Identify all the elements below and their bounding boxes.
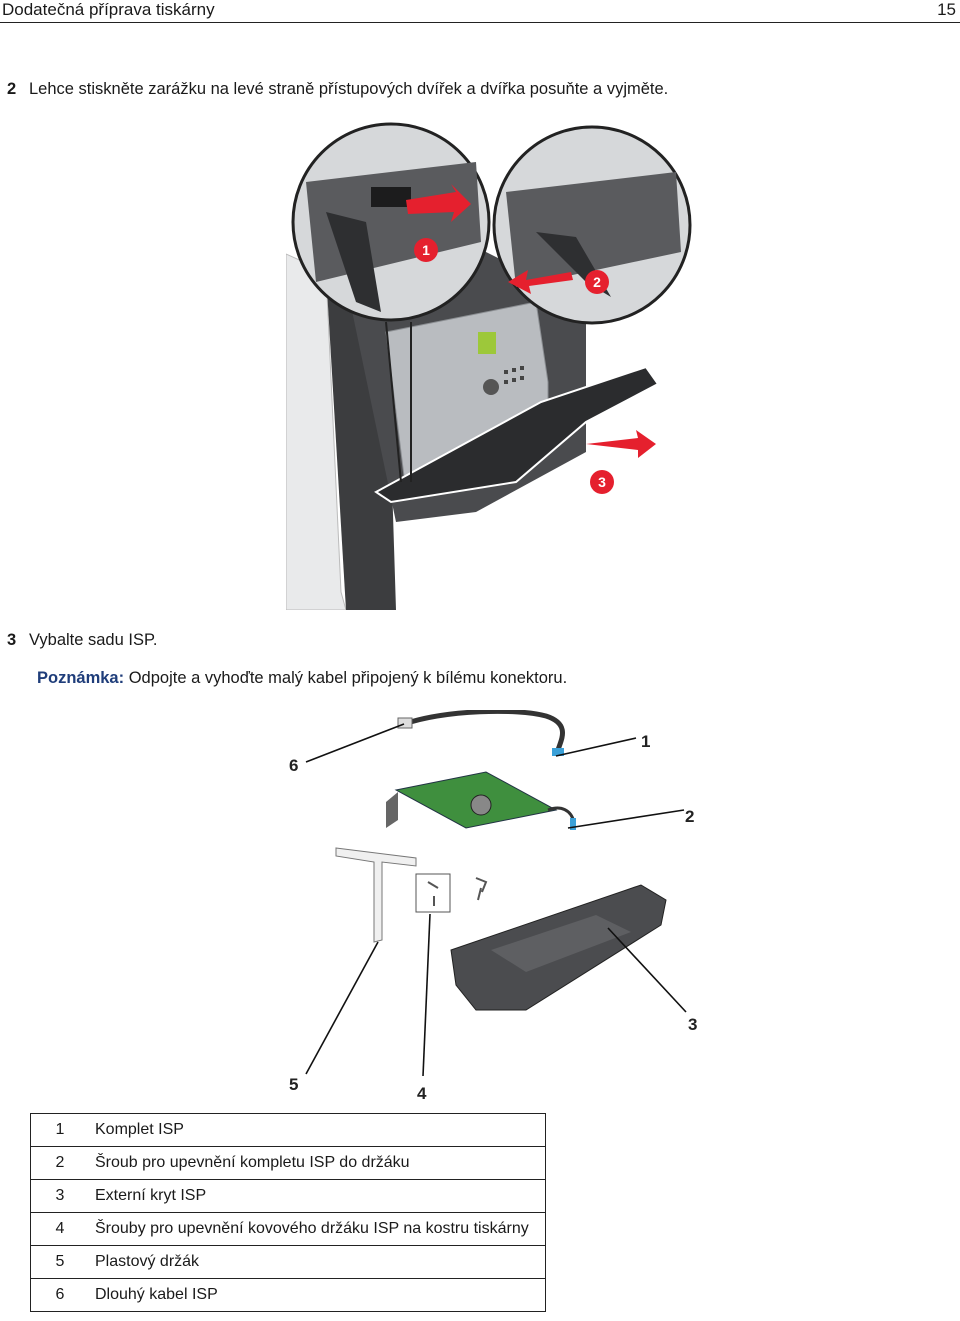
part-number: 1 xyxy=(30,1113,89,1147)
zoom-detail-left: 1 xyxy=(291,122,491,322)
screw-2 xyxy=(475,877,488,901)
long-isp-cable xyxy=(403,710,565,751)
callout-3: 3 xyxy=(688,1015,697,1034)
callout-2 xyxy=(585,270,609,294)
step-number: 2 xyxy=(7,80,17,98)
part-description: Externí kryt ISP xyxy=(89,1180,546,1213)
step-number: 3 xyxy=(7,631,17,649)
door-removal-illustration: 3 1 2 xyxy=(286,122,692,610)
isp-kit-illustration: 1 2 3 4 5 6 xyxy=(289,710,697,1103)
section-title: Dodatečná příprava tiskárny xyxy=(2,0,215,19)
note-text: Odpojte a vyhoďte malý kabel připojený k… xyxy=(128,669,568,687)
part-number: 2 xyxy=(30,1147,89,1180)
part-description: Šrouby pro upevnění kovového držáku ISP … xyxy=(89,1213,546,1246)
plastic-holder xyxy=(335,847,417,943)
part-number: 4 xyxy=(30,1213,89,1246)
step-text: Lehce stiskněte zarážku na levé straně p… xyxy=(29,80,669,98)
note-label: Poznámka: xyxy=(37,669,125,687)
screws-4 xyxy=(415,873,451,913)
green-latch xyxy=(478,332,496,354)
callout-4: 4 xyxy=(417,1084,427,1103)
callout-6: 6 xyxy=(289,756,298,775)
page-header: Dodatečná příprava tiskárny 15 xyxy=(0,0,960,23)
table-row: 4 Šrouby pro upevnění kovového držáku IS… xyxy=(30,1213,546,1246)
part-description: Plastový držák xyxy=(89,1246,546,1279)
callout-1: 1 xyxy=(641,732,650,751)
table-row: 2 Šroub pro upevnění kompletu ISP do drž… xyxy=(30,1147,546,1180)
callout-3-label: 3 xyxy=(598,474,606,490)
callout-1 xyxy=(414,238,438,262)
callout-1-label: 1 xyxy=(422,242,430,258)
zoom-detail-right: 2 xyxy=(492,125,692,325)
note: Poznámka: Odpojte a vyhoďte malý kabel p… xyxy=(37,669,567,688)
part-number: 3 xyxy=(30,1180,89,1213)
part-description: Dlouhý kabel ISP xyxy=(89,1279,546,1312)
part-number: 6 xyxy=(30,1279,89,1312)
callout-2: 2 xyxy=(685,807,694,826)
parts-legend-table: 1 Komplet ISP 2 Šroub pro upevnění kompl… xyxy=(30,1113,546,1312)
table-row: 3 Externí kryt ISP xyxy=(30,1180,546,1213)
part-description: Komplet ISP xyxy=(89,1113,546,1147)
part-description: Šroub pro upevnění kompletu ISP do držák… xyxy=(89,1147,546,1180)
step-text: Vybalte sadu ISP. xyxy=(29,631,158,649)
step-3: 3 Vybalte sadu ISP. xyxy=(7,631,157,650)
page-number: 15 xyxy=(937,0,956,19)
table-row: 6 Dlouhý kabel ISP xyxy=(30,1279,546,1312)
callout-3 xyxy=(590,470,614,494)
table-row: 1 Komplet ISP xyxy=(30,1113,546,1147)
callout-2-label: 2 xyxy=(593,274,601,290)
step-2: 2 Lehce stiskněte zarážku na levé straně … xyxy=(7,80,668,99)
part-number: 5 xyxy=(30,1246,89,1279)
callout-5: 5 xyxy=(289,1075,298,1094)
table-row: 5 Plastový držák xyxy=(30,1246,546,1279)
